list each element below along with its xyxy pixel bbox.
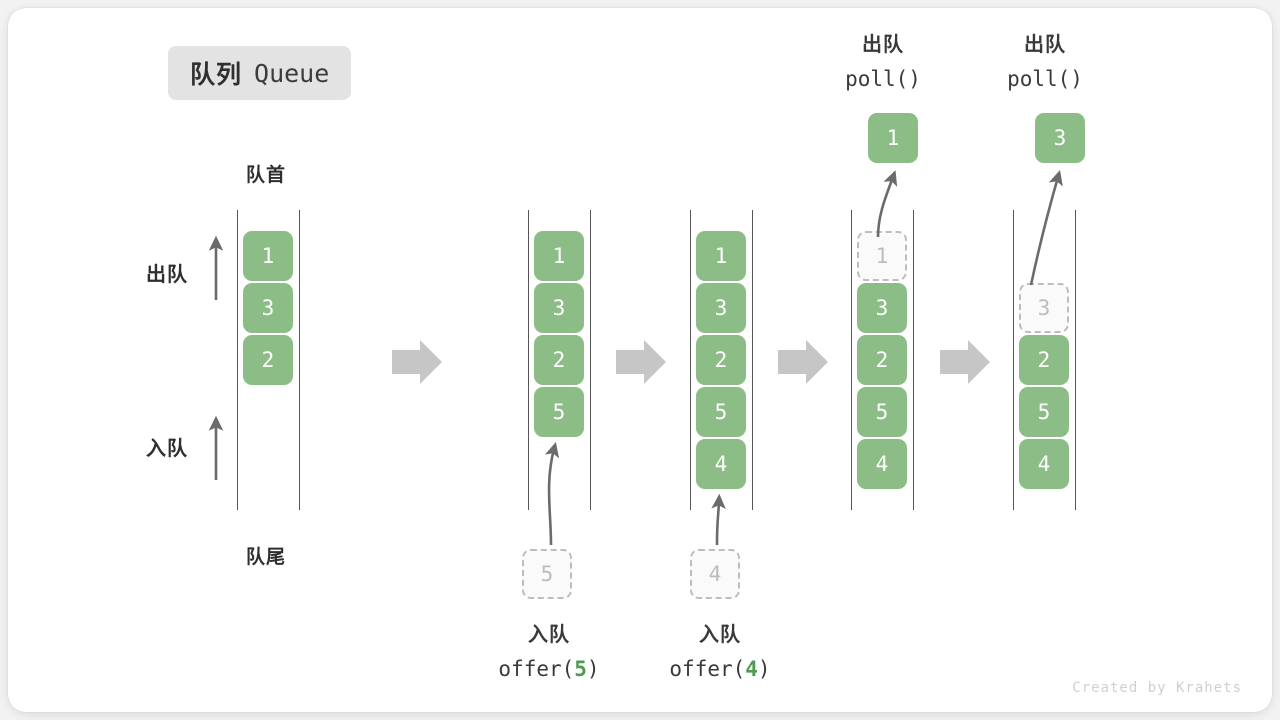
offer5-label-code: offer(5) xyxy=(449,652,649,686)
queue-cell: 3 xyxy=(243,283,293,333)
polled-value-box: 1 xyxy=(868,113,918,163)
offer5-label: 入队 offer(5) xyxy=(449,618,649,686)
queue-cell: 1 xyxy=(696,231,746,281)
queue-cell: 3 xyxy=(534,283,584,333)
poll1-label: 出队 poll() xyxy=(803,28,963,96)
diagram-card: 队列 Queue 队首 出队 入队 1 3 2 队尾 1 3 2 5 5 入队 … xyxy=(8,8,1272,712)
queue-cell: 1 xyxy=(243,231,293,281)
offer5-code-arg: 5 xyxy=(574,657,587,681)
queue-cell-removed: 3 xyxy=(1019,283,1069,333)
queue-rail-left-4 xyxy=(851,210,852,510)
queue-cell: 5 xyxy=(696,387,746,437)
offer4-code-prefix: offer( xyxy=(669,657,746,681)
poll1-label-cn: 出队 xyxy=(862,34,904,56)
step-arrow-1 xyxy=(392,340,442,384)
offer4-arrow xyxy=(711,493,726,546)
queue-cell: 1 xyxy=(534,231,584,281)
offer4-code-arg: 4 xyxy=(745,657,758,681)
queue-head-label: 队首 xyxy=(245,165,286,186)
offer4-label: 入队 offer(4) xyxy=(620,618,820,686)
queue-cell: 2 xyxy=(1019,335,1069,385)
dequeue-direction-label: 出队 xyxy=(146,264,188,286)
arrow-overlay xyxy=(208,170,1063,546)
queue-rail-right-5 xyxy=(1075,210,1076,510)
queue-tail-label: 队尾 xyxy=(245,547,286,568)
queue-cell: 4 xyxy=(1019,439,1069,489)
queue-cell-removed: 1 xyxy=(857,231,907,281)
title-badge: 队列 Queue xyxy=(168,46,352,100)
poll1-arrow xyxy=(876,170,898,238)
queue-cell: 2 xyxy=(857,335,907,385)
pending-enqueue-box: 4 xyxy=(690,549,740,599)
queue-cell: 3 xyxy=(696,283,746,333)
queue-cell: 2 xyxy=(534,335,584,385)
queue-cell: 2 xyxy=(243,335,293,385)
poll1-label-code: poll() xyxy=(845,67,921,91)
polled-value-box: 3 xyxy=(1035,113,1085,163)
credit-text: Created by Krahets xyxy=(1072,680,1242,696)
title-en: Queue xyxy=(254,58,330,88)
offer5-code-suffix: ) xyxy=(586,657,600,681)
step-arrow-4 xyxy=(940,340,990,384)
poll2-label-code: poll() xyxy=(1007,67,1083,91)
queue-cell: 5 xyxy=(857,387,907,437)
queue-cell: 5 xyxy=(534,387,584,437)
offer5-label-cn: 入队 xyxy=(528,624,570,646)
queue-rail-left-5 xyxy=(1013,210,1014,510)
diagram-stage: 队列 Queue 队首 出队 入队 1 3 2 队尾 1 3 2 5 5 入队 … xyxy=(8,8,1272,712)
queue-cell: 2 xyxy=(696,335,746,385)
queue-rail-right-3 xyxy=(752,210,753,510)
step-arrow-3 xyxy=(778,340,828,384)
queue-cell: 3 xyxy=(857,283,907,333)
queue-rail-left-3 xyxy=(690,210,691,510)
pending-enqueue-box: 5 xyxy=(522,549,572,599)
poll2-label-cn: 出队 xyxy=(1024,34,1066,56)
queue-cell: 4 xyxy=(857,439,907,489)
poll2-arrow xyxy=(1029,170,1063,286)
poll2-label: 出队 poll() xyxy=(965,28,1125,96)
queue-rail-left-1 xyxy=(237,210,238,510)
queue-rail-right-2 xyxy=(590,210,591,510)
enqueue-direction-label: 入队 xyxy=(146,438,188,460)
step-arrow-2 xyxy=(616,340,666,384)
offer5-arrow xyxy=(544,441,560,546)
queue-cell: 5 xyxy=(1019,387,1069,437)
offer5-code-prefix: offer( xyxy=(498,657,575,681)
offer4-code-suffix: ) xyxy=(757,657,771,681)
title-cn: 队列 xyxy=(190,61,243,89)
queue-rail-right-4 xyxy=(913,210,914,510)
offer4-label-cn: 入队 xyxy=(699,624,741,646)
queue-rail-right-1 xyxy=(299,210,300,510)
queue-cell: 4 xyxy=(696,439,746,489)
offer4-label-code: offer(4) xyxy=(620,652,820,686)
queue-rail-left-2 xyxy=(528,210,529,510)
